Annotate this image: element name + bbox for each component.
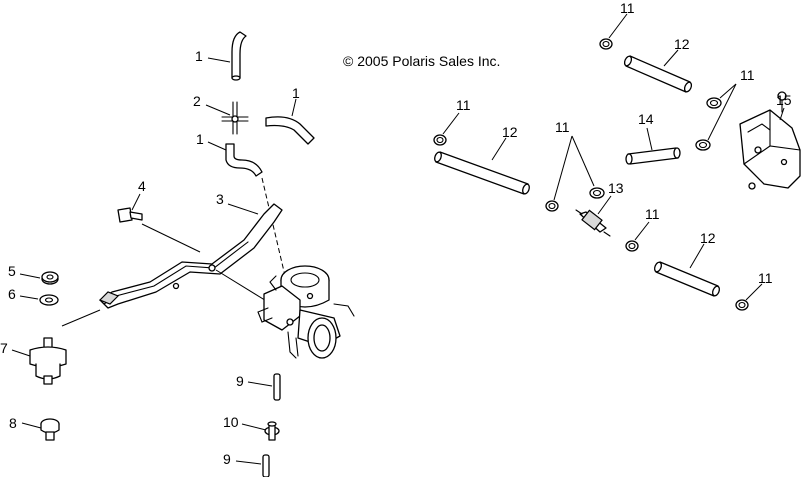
callout-9-a: 9: [236, 373, 244, 389]
callout-12-a: 12: [674, 36, 690, 52]
part-1-hose-upper: [231, 31, 247, 81]
part-11-clamp-upper-right-b: [695, 139, 711, 151]
part-9-pin-lower: [262, 454, 270, 477]
callout-11-e: 11: [645, 206, 660, 222]
callout-5: 5: [8, 263, 16, 279]
carburetor: [257, 265, 355, 359]
part-12-tube-top: [623, 55, 693, 93]
part-11-clamp-middle-a: [589, 187, 605, 199]
part-8-bolt: [40, 418, 60, 441]
callout-12-b: 12: [502, 124, 518, 140]
callout-1-b: 1: [292, 85, 300, 101]
callout-11-c: 11: [456, 97, 471, 113]
callout-6: 6: [8, 286, 16, 302]
part-12-tube-lower: [653, 261, 721, 297]
callout-14: 14: [638, 111, 654, 127]
part-11-clamp-bottom-right: [735, 299, 749, 311]
callout-11-d: 11: [555, 119, 570, 135]
callout-7: 7: [0, 340, 8, 356]
part-11-clamp-top: [599, 38, 613, 50]
callout-1-a: 1: [195, 48, 203, 64]
part-9-pin-upper: [273, 373, 281, 401]
part-11-clamp-upper-right-a: [706, 97, 722, 109]
copyright-text: © 2005 Polaris Sales Inc.: [343, 53, 500, 69]
part-10-screw: [264, 421, 280, 441]
part-14-short-tube: [625, 147, 681, 165]
callout-3: 3: [216, 191, 224, 207]
callout-15: 15: [776, 92, 792, 108]
callout-11-a: 11: [620, 0, 635, 16]
callout-13: 13: [608, 180, 624, 196]
callout-1-c: 1: [196, 131, 204, 147]
part-11-clamp-middle-b: [545, 200, 559, 212]
part-11-clamp-lower-middle: [625, 240, 639, 252]
part-4-bolt: [117, 207, 143, 223]
callout-11-f: 11: [758, 270, 773, 286]
callout-11-b: 11: [740, 67, 755, 83]
part-13-inline-filter: [575, 209, 611, 237]
part-11-clamp-mid-left: [433, 134, 447, 146]
callout-10: 10: [223, 414, 239, 430]
callout-8: 8: [9, 415, 17, 431]
part-12-tube-left: [434, 151, 530, 195]
part-15-fuel-pump: [739, 91, 801, 190]
part-1-hose-lower: [225, 143, 263, 177]
callout-9-b: 9: [223, 451, 231, 467]
part-5-nut: [41, 271, 59, 285]
callout-4: 4: [138, 178, 146, 194]
part-3-bracket: [98, 203, 283, 309]
part-6-washer: [39, 294, 59, 306]
part-1-hose-right: [265, 116, 315, 145]
part-7-rubber-mount: [29, 337, 67, 385]
callout-2: 2: [193, 93, 201, 109]
callout-12-c: 12: [700, 230, 716, 246]
part-2-tee-fitting: [221, 101, 249, 135]
